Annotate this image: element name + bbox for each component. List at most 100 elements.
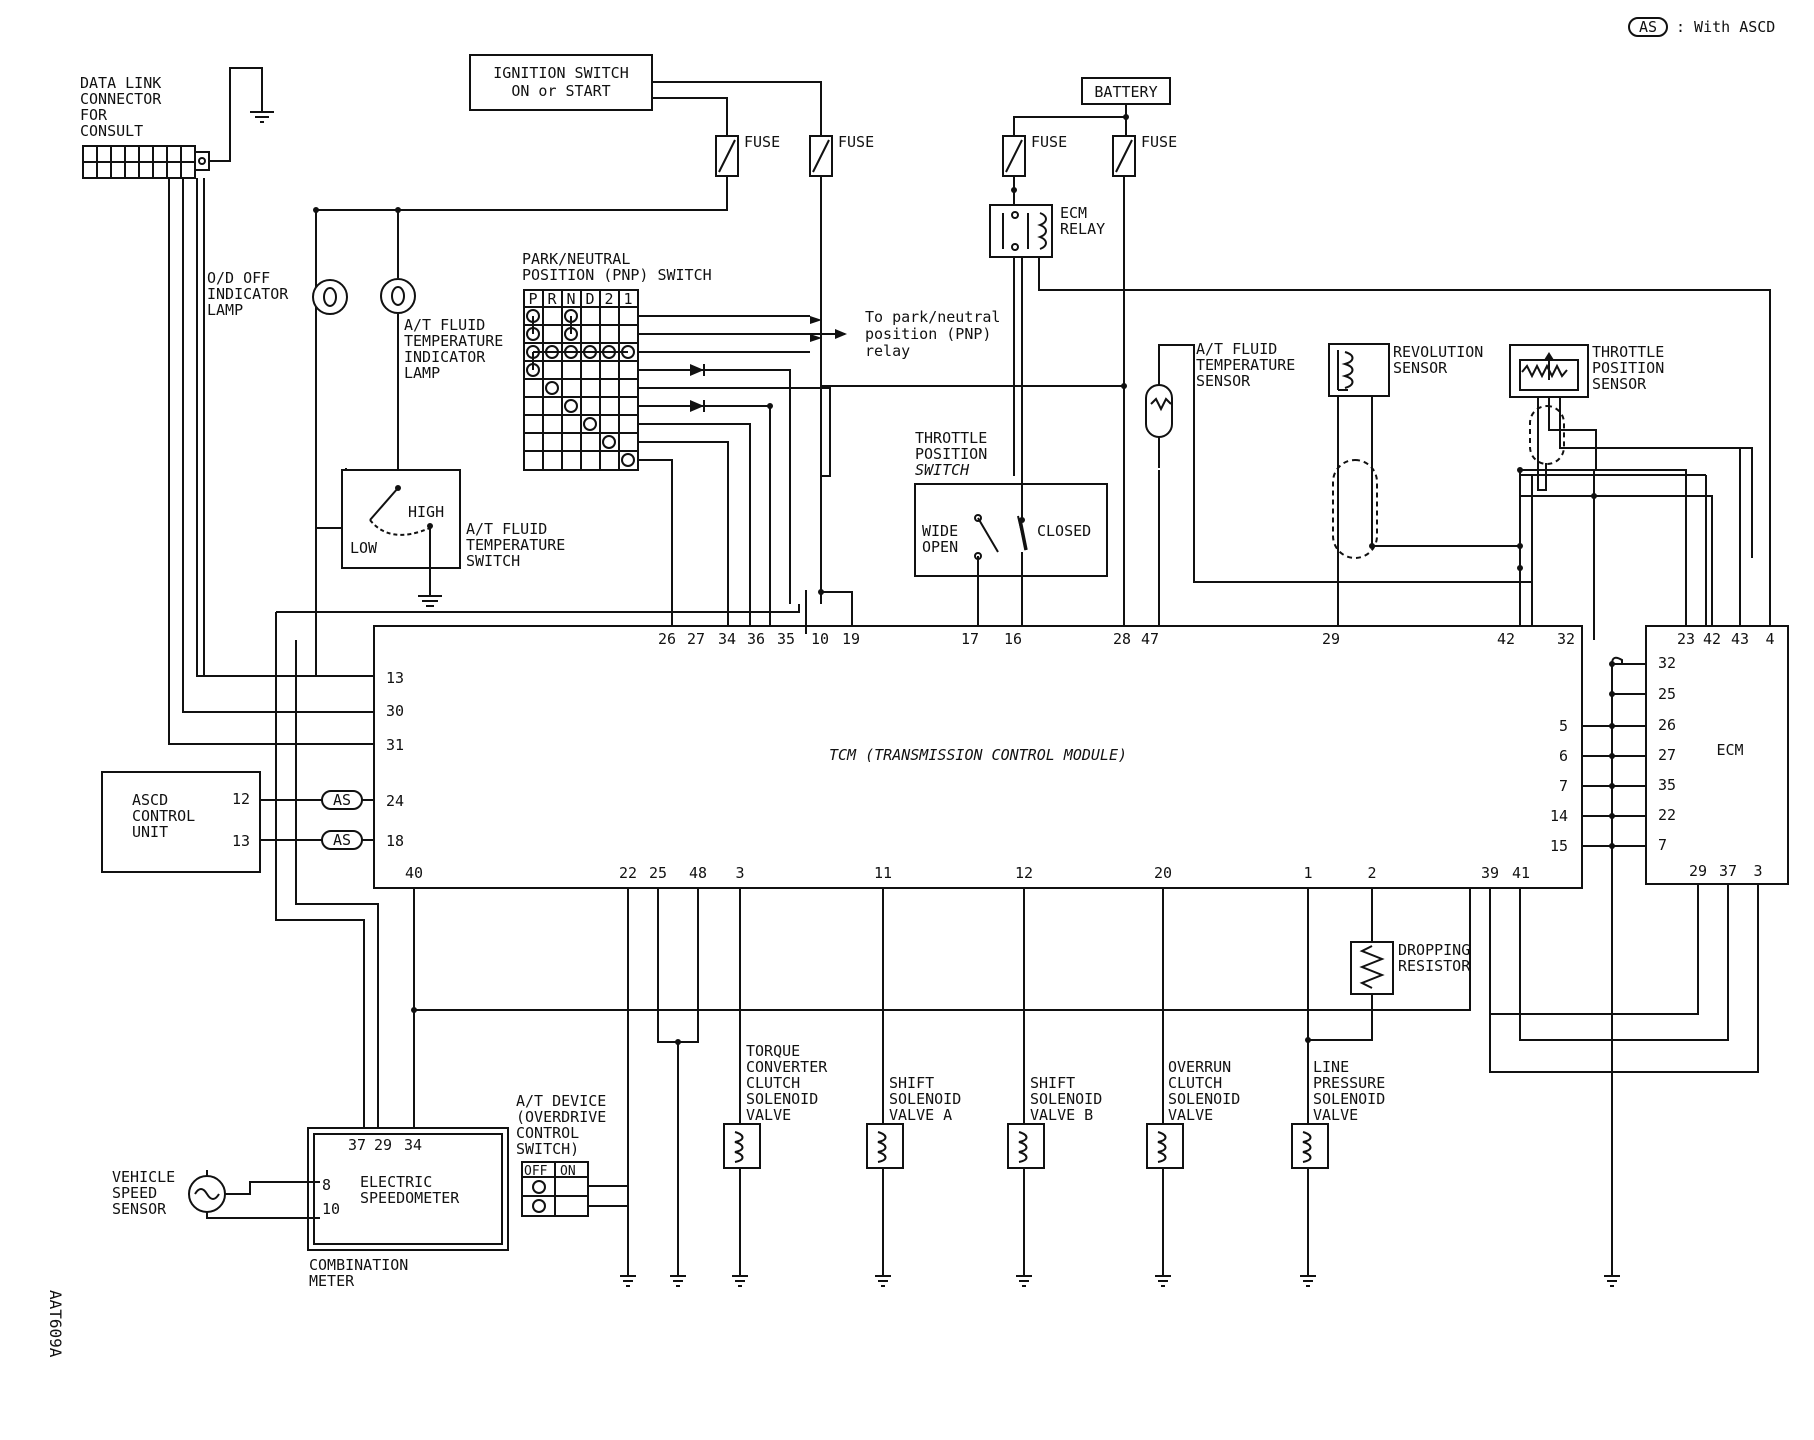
pin: 41 [1512, 864, 1530, 882]
at-device-label-1: A/T DEVICE [516, 1092, 606, 1110]
as-tag-label: AS [333, 791, 351, 809]
fluid-sensor-label-3: SENSOR [1196, 372, 1251, 390]
pnp-relay-label-1: To park/neutral [865, 308, 1000, 326]
shift-a-label-3: VALVE A [889, 1106, 952, 1124]
pin: 30 [386, 702, 404, 720]
pin: 27 [687, 630, 705, 648]
fuses: FUSE FUSE FUSE FUSE [715, 133, 1177, 177]
tcc-label-5: VALVE [746, 1106, 791, 1124]
pin: 13 [232, 832, 250, 850]
ground-icon [250, 111, 274, 123]
lamp-label-1: A/T FLUID [404, 316, 485, 334]
pin: 1 [1303, 864, 1312, 882]
pin: 28 [1113, 630, 1131, 648]
fluid-sensor-label-1: A/T FLUID [1196, 340, 1277, 358]
as-tag [321, 830, 363, 850]
fuse-label-1: FUSE [744, 133, 780, 151]
od-off-label-1: O/D OFF [207, 269, 270, 287]
pin: 18 [386, 832, 404, 850]
tcc-label-3: CLUTCH [746, 1074, 800, 1092]
throttle-position-switch: THROTTLE POSITION SWITCH WIDE OPEN CLOSE… [914, 257, 1108, 626]
lp-label-2: PRESSURE [1313, 1074, 1385, 1092]
pnp-header-n: N [566, 290, 575, 308]
dlc-label-3: FOR [80, 106, 108, 124]
solenoid-valves [723, 941, 1394, 1169]
at-device-label-2: (OVERDRIVE [516, 1108, 606, 1126]
pin: 35 [1658, 776, 1676, 794]
coil-icon [877, 1131, 887, 1163]
pin: 7 [1559, 777, 1568, 795]
fuse-label-4: FUSE [1141, 133, 1177, 151]
vss-label-2: SPEED [112, 1184, 157, 1202]
pin: 43 [1731, 630, 1749, 648]
resistor-label-1: DROPPING [1398, 941, 1470, 959]
pin: 29 [1322, 630, 1340, 648]
pnp-label-1: PARK/NEUTRAL [522, 250, 630, 268]
tp-sensor-label-2: POSITION [1592, 359, 1664, 377]
ecm-label: ECM [1716, 741, 1743, 759]
pin: 37 [1719, 862, 1737, 880]
overrun-label-1: OVERRUN [1168, 1058, 1231, 1076]
lamp-label-2: TEMPERATURE [404, 332, 503, 350]
lp-label-1: LINE [1313, 1058, 1349, 1076]
solenoid-wiring [620, 888, 1521, 1287]
pin: 14 [1550, 807, 1568, 825]
pnp-header-1: 1 [623, 290, 632, 308]
resistor-label-2: RESISTOR [1398, 957, 1471, 975]
ecm-top-pins: 23 42 43 4 [1677, 630, 1775, 648]
pin: 2 [1367, 864, 1376, 882]
at-fluid-temp-switch: HIGH LOW A/T FLUID TEMPERATURE SWITCH [341, 469, 565, 607]
od-off-label-3: LAMP [207, 301, 243, 319]
as-tag [321, 790, 363, 810]
switch-label-2: TEMPERATURE [466, 536, 565, 554]
vss-label-3: SENSOR [112, 1200, 167, 1218]
vss-label-1: VEHICLE [112, 1168, 175, 1186]
pin: 3 [735, 864, 744, 882]
coil-icon [1157, 1131, 1167, 1163]
pnp-relay-label-3: relay [865, 342, 910, 360]
ignition-label-1: IGNITION SWITCH [493, 64, 628, 82]
pin: 22 [1658, 806, 1676, 824]
pin: 25 [1658, 685, 1676, 703]
shift-b-label-3: VALVE B [1030, 1106, 1093, 1124]
ecm-bottom-pins: 29 37 3 [1689, 862, 1763, 880]
lp-label-3: SOLENOID [1313, 1090, 1385, 1108]
at-device-label-4: SWITCH) [516, 1140, 579, 1158]
pnp-header-r: R [547, 290, 557, 308]
pin: 26 [1658, 716, 1676, 734]
pin: 10 [322, 1200, 340, 1218]
overrun-label-4: VALVE [1168, 1106, 1213, 1124]
tps-label-2: POSITION [915, 445, 987, 463]
pin: 31 [386, 736, 404, 754]
pin: 32 [1557, 630, 1575, 648]
pin: 35 [777, 630, 795, 648]
pnp-label-2: POSITION (PNP) SWITCH [522, 266, 712, 284]
pin: 15 [1550, 837, 1568, 855]
ecm-relay: ECM RELAY [989, 204, 1105, 258]
pin: 5 [1559, 717, 1568, 735]
vehicle-speed-sensor: VEHICLE SPEED SENSOR [112, 1168, 320, 1219]
speedometer-label-1: ELECTRIC [360, 1173, 432, 1191]
pin: 42 [1497, 630, 1515, 648]
lamp-icon [380, 278, 416, 314]
ascd-label-2: CONTROL [132, 807, 195, 825]
high-label: HIGH [408, 503, 444, 521]
at-device: A/T DEVICE (OVERDRIVE CONTROL SWITCH) OF… [516, 1092, 628, 1217]
coil-icon [734, 1131, 744, 1163]
pin: 12 [1015, 864, 1033, 882]
ecm-left-pins: 32 25 26 27 35 22 7 [1658, 654, 1676, 854]
shift-b-label-2: SOLENOID [1030, 1090, 1102, 1108]
throttle-position-sensor: THROTTLE POSITION SENSOR [1509, 343, 1753, 640]
combination-meter: 37 29 34 8 10 ELECTRIC SPEEDOMETER COMBI… [307, 1127, 509, 1290]
pin: 13 [386, 669, 404, 687]
pin: 37 [348, 1136, 366, 1154]
switch-label-1: A/T FLUID [466, 520, 547, 538]
pin: 19 [842, 630, 860, 648]
pin: 8 [322, 1176, 331, 1194]
legend: AS : With ASCD [1628, 17, 1775, 37]
battery-label: BATTERY [1094, 83, 1157, 101]
ignition-switch: IGNITION SWITCH ON or START [469, 54, 653, 111]
off-label: OFF [524, 1164, 548, 1179]
tps-label-1: THROTTLE [915, 429, 987, 447]
